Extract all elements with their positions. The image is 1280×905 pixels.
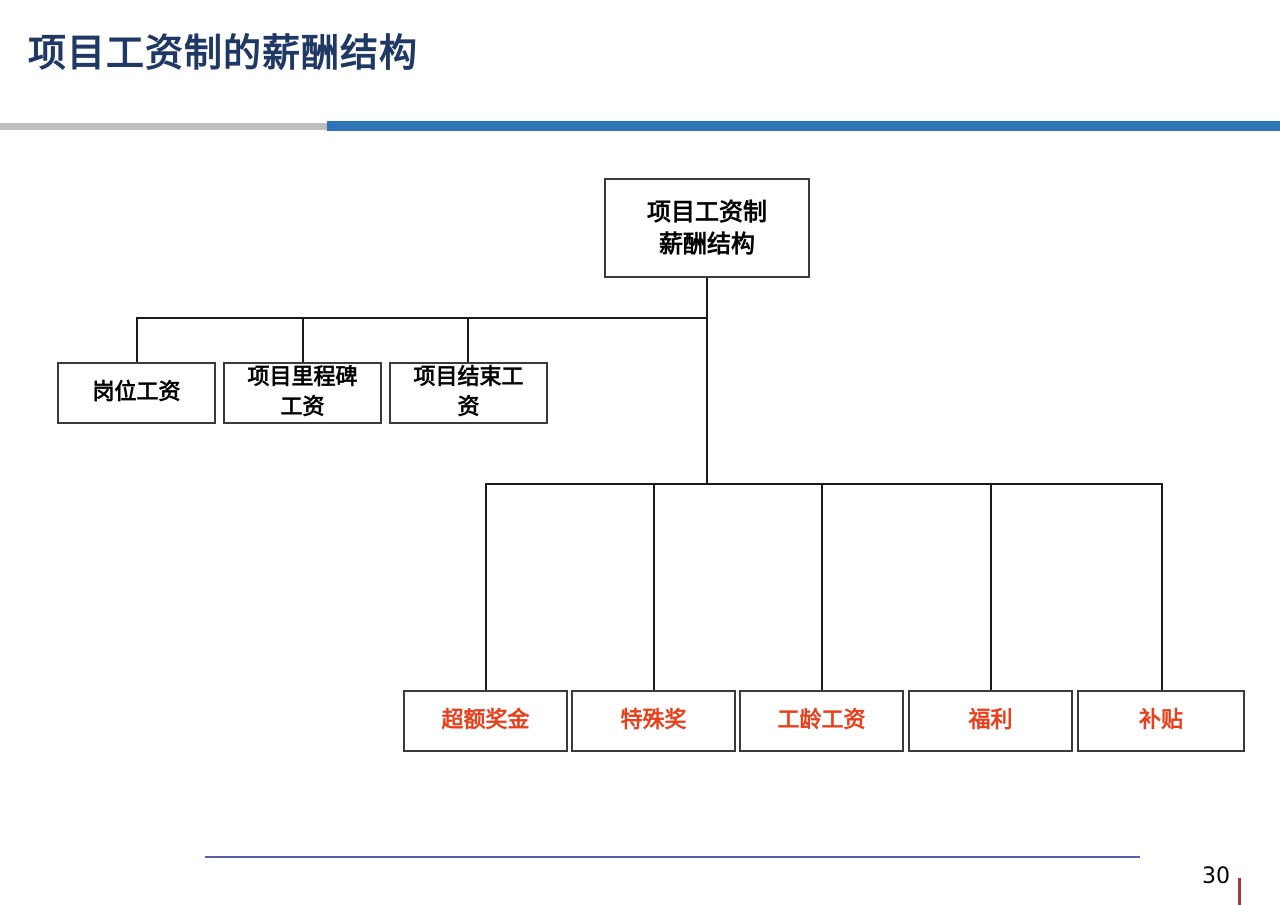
node-fixed-2-line1: 项目里程碑 — [247, 365, 358, 391]
node-fixed-3-line2: 资 — [457, 395, 480, 420]
connector-upper-drop-1 — [136, 317, 138, 362]
connector-upper-drop-2 — [302, 317, 304, 362]
node-root[interactable]: 项目工资制 薪酬结构 — [604, 178, 810, 278]
node-variable-4-label: 福利 — [968, 708, 1013, 734]
node-variable-3-label: 工龄工资 — [777, 708, 866, 734]
node-variable-2[interactable]: 特殊奖 — [571, 690, 736, 752]
connector-lower-drop-1 — [485, 483, 487, 690]
header-rule-blue — [327, 121, 1280, 131]
node-fixed-2[interactable]: 项目里程碑 工资 — [223, 362, 382, 424]
connector-upper-bar — [136, 317, 708, 319]
connector-lower-drop-3 — [821, 483, 823, 690]
page-number: 30 — [1202, 864, 1230, 889]
connector-lower-drop-4 — [990, 483, 992, 690]
footer-divider — [205, 856, 1140, 858]
connector-lower-bar — [485, 483, 1163, 485]
node-fixed-1[interactable]: 岗位工资 — [57, 362, 216, 424]
header-rule-gray — [0, 123, 328, 130]
node-variable-1[interactable]: 超额奖金 — [403, 690, 568, 752]
connector-root-trunk — [706, 278, 708, 485]
page-title: 项目工资制的薪酬结构 — [28, 31, 419, 75]
node-fixed-3[interactable]: 项目结束工 资 — [389, 362, 548, 424]
node-fixed-2-line2: 工资 — [280, 395, 325, 420]
node-fixed-1-line1: 岗位工资 — [92, 380, 181, 406]
node-root-line2: 薪酬结构 — [659, 230, 755, 258]
footer-accent-tick — [1238, 878, 1241, 905]
node-variable-5[interactable]: 补贴 — [1077, 690, 1245, 752]
connector-lower-drop-5 — [1161, 483, 1163, 690]
connector-lower-drop-2 — [653, 483, 655, 690]
node-variable-4[interactable]: 福利 — [908, 690, 1073, 752]
node-variable-3[interactable]: 工龄工资 — [739, 690, 904, 752]
connector-upper-drop-3 — [467, 317, 469, 362]
node-variable-2-label: 特殊奖 — [620, 708, 687, 734]
node-variable-5-label: 补贴 — [1138, 708, 1183, 734]
node-variable-1-label: 超额奖金 — [441, 708, 530, 734]
node-root-line1: 项目工资制 — [647, 197, 767, 226]
node-fixed-3-line1: 项目结束工 — [413, 365, 524, 391]
